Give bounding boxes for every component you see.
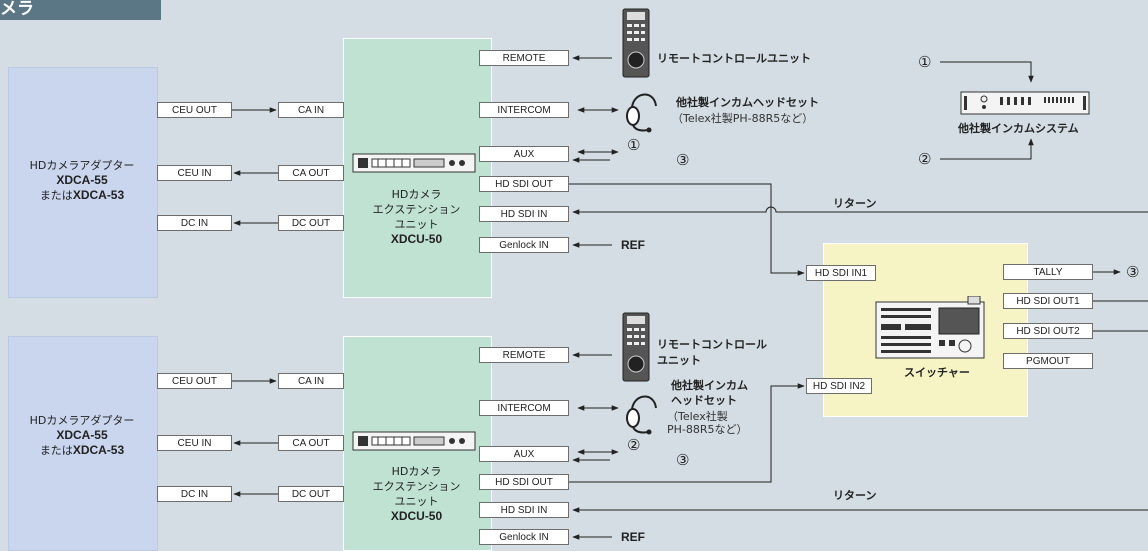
port-intercom: INTERCOM xyxy=(479,102,569,118)
port-hd-sdi-out: HD SDI OUT xyxy=(479,176,569,192)
remote-unit-label: リモートコントロールユニット xyxy=(657,52,811,65)
port-remote: REMOTE xyxy=(479,50,569,66)
remote-unit-label-2: リモートコントロール ユニット xyxy=(657,337,767,369)
headset-icon xyxy=(626,93,657,133)
remote-unit-label-line1: リモートコントロール xyxy=(657,338,767,351)
marker-2-aux: ② xyxy=(627,436,641,454)
adapter-name-2: HDカメラアダプター xyxy=(29,414,135,427)
port-hd-sdi-out2: HD SDI OUT2 xyxy=(1003,323,1093,339)
ccu-label-2: HDカメラ エクステンション ユニット XDCU-50 xyxy=(343,464,490,524)
marker-1-system: ① xyxy=(918,53,932,71)
marker-3-aux-2: ③ xyxy=(676,451,690,469)
adapter-model-1: XDCA-55 xyxy=(56,173,108,187)
ccu-name-2-2: エクステンション xyxy=(372,480,461,493)
port-aux: AUX xyxy=(479,146,569,162)
port-genlock-in: Genlock IN xyxy=(479,237,569,253)
port-switcher-in1: HD SDI IN1 xyxy=(806,265,876,281)
remote-unit-label-line2: ユニット xyxy=(657,354,701,367)
headset-icon-2 xyxy=(626,395,657,435)
headset-sublabel: （Telex社製PH-88R5など） xyxy=(672,112,814,125)
return-label-2: リターン xyxy=(833,489,877,502)
camera-adapter-panel-2 xyxy=(8,336,158,551)
headset-label-line2: ヘッドセット xyxy=(671,394,737,407)
port-dc-out: DC OUT xyxy=(278,215,344,231)
ccu-name-3-2: ユニット xyxy=(394,495,439,508)
marker-2-system: ② xyxy=(918,150,932,168)
section-title: メラ xyxy=(0,0,34,19)
ccu-model: XDCU-50 xyxy=(390,232,443,246)
remote-control-icon-2 xyxy=(622,312,650,382)
camera-adapter-label: HDカメラアダプター XDCA-55 またはXDCA-53 xyxy=(8,158,156,203)
ccu-model-2: XDCU-50 xyxy=(390,509,443,523)
switcher-label: スイッチャー xyxy=(904,366,970,379)
return-label: リターン xyxy=(833,197,877,210)
ccu-device-icon xyxy=(352,153,476,173)
headset-sublabel-line1: （Telex社製 xyxy=(667,410,728,423)
ref-label-2: REF xyxy=(621,530,645,544)
section-title-tab: メラ xyxy=(0,0,161,20)
port-hd-sdi-out-2: HD SDI OUT xyxy=(479,474,569,490)
ccu-name-2: エクステンション xyxy=(372,203,461,216)
port-hd-sdi-in-2: HD SDI IN xyxy=(479,502,569,518)
headset-sublabel-2: （Telex社製 PH-88R5など） xyxy=(667,410,748,436)
headset-sublabel-line2: PH-88R5など） xyxy=(667,423,748,436)
port-ceu-out: CEU OUT xyxy=(157,102,232,118)
port-hd-sdi-out1: HD SDI OUT1 xyxy=(1003,293,1093,309)
ref-label: REF xyxy=(621,238,645,252)
adapter-model-2: XDCA-53 xyxy=(72,188,125,202)
port-dc-in: DC IN xyxy=(157,215,232,231)
headset-label: 他社製インカムヘッドセット xyxy=(676,96,819,109)
adapter-model-1-2: XDCA-55 xyxy=(56,428,108,442)
port-dc-out-2: DC OUT xyxy=(278,486,344,502)
switcher-icon xyxy=(875,296,985,359)
adapter-model-2-2: XDCA-53 xyxy=(72,443,125,457)
port-hd-sdi-in: HD SDI IN xyxy=(479,206,569,222)
camera-adapter-label-2: HDカメラアダプター XDCA-55 またはXDCA-53 xyxy=(8,413,156,458)
ccu-device-icon-2 xyxy=(352,431,476,451)
port-ca-in-2: CA IN xyxy=(278,373,344,389)
port-switcher-in2: HD SDI IN2 xyxy=(806,378,872,394)
port-ca-out: CA OUT xyxy=(278,165,344,181)
port-intercom-2: INTERCOM xyxy=(479,400,569,416)
ccu-name-1-2: HDカメラ xyxy=(391,465,442,478)
ccu-label: HDカメラ エクステンション ユニット XDCU-50 xyxy=(343,187,490,247)
port-ceu-out-2: CEU OUT xyxy=(157,373,232,389)
port-dc-in-2: DC IN xyxy=(157,486,232,502)
port-ca-in: CA IN xyxy=(278,102,344,118)
intercom-system-label: 他社製インカムシステム xyxy=(958,122,1079,135)
remote-control-icon xyxy=(622,8,650,78)
ccu-name-3: ユニット xyxy=(394,218,439,231)
marker-3-tally: ③ xyxy=(1126,263,1140,281)
headset-label-line1: 他社製インカム xyxy=(671,379,748,392)
port-pgmout: PGMOUT xyxy=(1003,353,1093,369)
adapter-or-text: または xyxy=(39,189,73,202)
port-genlock-in-2: Genlock IN xyxy=(479,529,569,545)
ccu-name-1: HDカメラ xyxy=(391,188,442,201)
port-remote-2: REMOTE xyxy=(479,347,569,363)
adapter-or-text-2: または xyxy=(39,444,73,457)
camera-adapter-panel xyxy=(8,67,158,298)
port-aux-2: AUX xyxy=(479,446,569,462)
adapter-model-2-line-2: またはXDCA-53 xyxy=(8,443,156,458)
adapter-model-2-line: またはXDCA-53 xyxy=(8,188,156,203)
port-tally: TALLY xyxy=(1003,264,1093,280)
intercom-system-icon xyxy=(960,91,1090,115)
port-ceu-in-2: CEU IN xyxy=(157,435,232,451)
headset-label-2: 他社製インカム ヘッドセット xyxy=(671,378,748,408)
marker-3-aux: ③ xyxy=(676,151,690,169)
port-ca-out-2: CA OUT xyxy=(278,435,344,451)
adapter-name: HDカメラアダプター xyxy=(29,159,135,172)
marker-1-aux: ① xyxy=(627,136,641,154)
port-ceu-in: CEU IN xyxy=(157,165,232,181)
